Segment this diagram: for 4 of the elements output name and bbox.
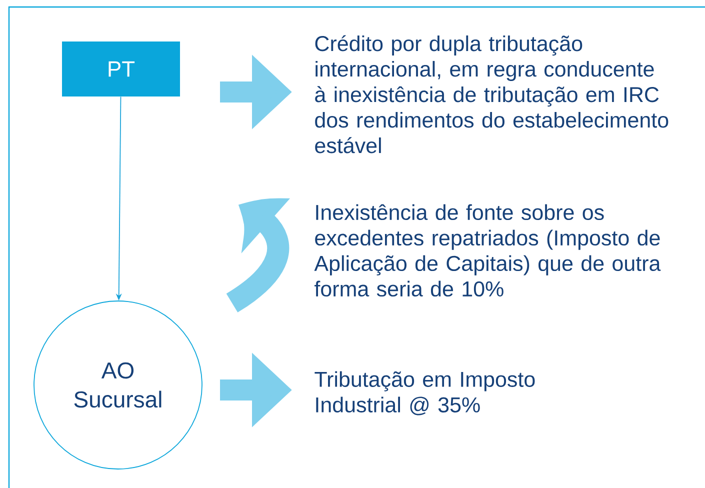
process-box: PT <box>62 42 180 96</box>
description-text: Inexistência de fonte sobre os excedentes repatriados (Imposto de Aplicação de Capitais) que de outra forma seria de 10% <box>314 204 661 297</box>
description-text: Tributação em Imposto Industrial @ 35% <box>314 371 535 416</box>
description-text: Crédito por dupla tributação internacional, em regra conducente à inexistência de tributação em IRC dos rendimentos do estabelecimento estável <box>315 35 668 154</box>
